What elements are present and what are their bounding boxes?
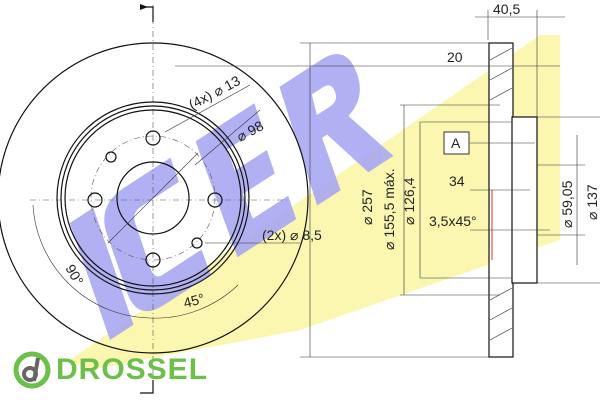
hat-depth-label: 34 <box>449 173 465 189</box>
angle-45-label: 45° <box>182 290 207 311</box>
total-height-label: 40,5 <box>493 1 520 17</box>
front-view <box>0 4 309 395</box>
side-view <box>175 10 600 358</box>
hat-diameter-label: ⌀ 137 <box>584 184 600 220</box>
max-diameter-label: ⌀ 155,5 máx. <box>381 168 397 250</box>
thickness-label: 20 <box>447 49 463 65</box>
inner-diameter-label: ⌀ 126,4 <box>401 177 417 225</box>
chamfer-label: 3,5x45° <box>429 213 477 229</box>
icer-logo <box>69 35 560 370</box>
angle-90-label: 90° <box>62 262 86 288</box>
datum-box <box>443 131 470 155</box>
center-bore-label: ⌀ 59,05 <box>559 180 575 228</box>
drossel-logo: DROSSEL <box>12 350 208 390</box>
datum-label: A <box>451 135 461 151</box>
holes-4x-label: (4x) ⌀ 13 <box>186 72 243 112</box>
outer-diameter-label: ⌀ 257 <box>359 189 375 225</box>
holes-2x-label: (2x) ⌀ 8,5 <box>262 227 322 243</box>
brand-name: DROSSEL <box>56 353 209 386</box>
drossel-d-icon <box>13 351 51 389</box>
